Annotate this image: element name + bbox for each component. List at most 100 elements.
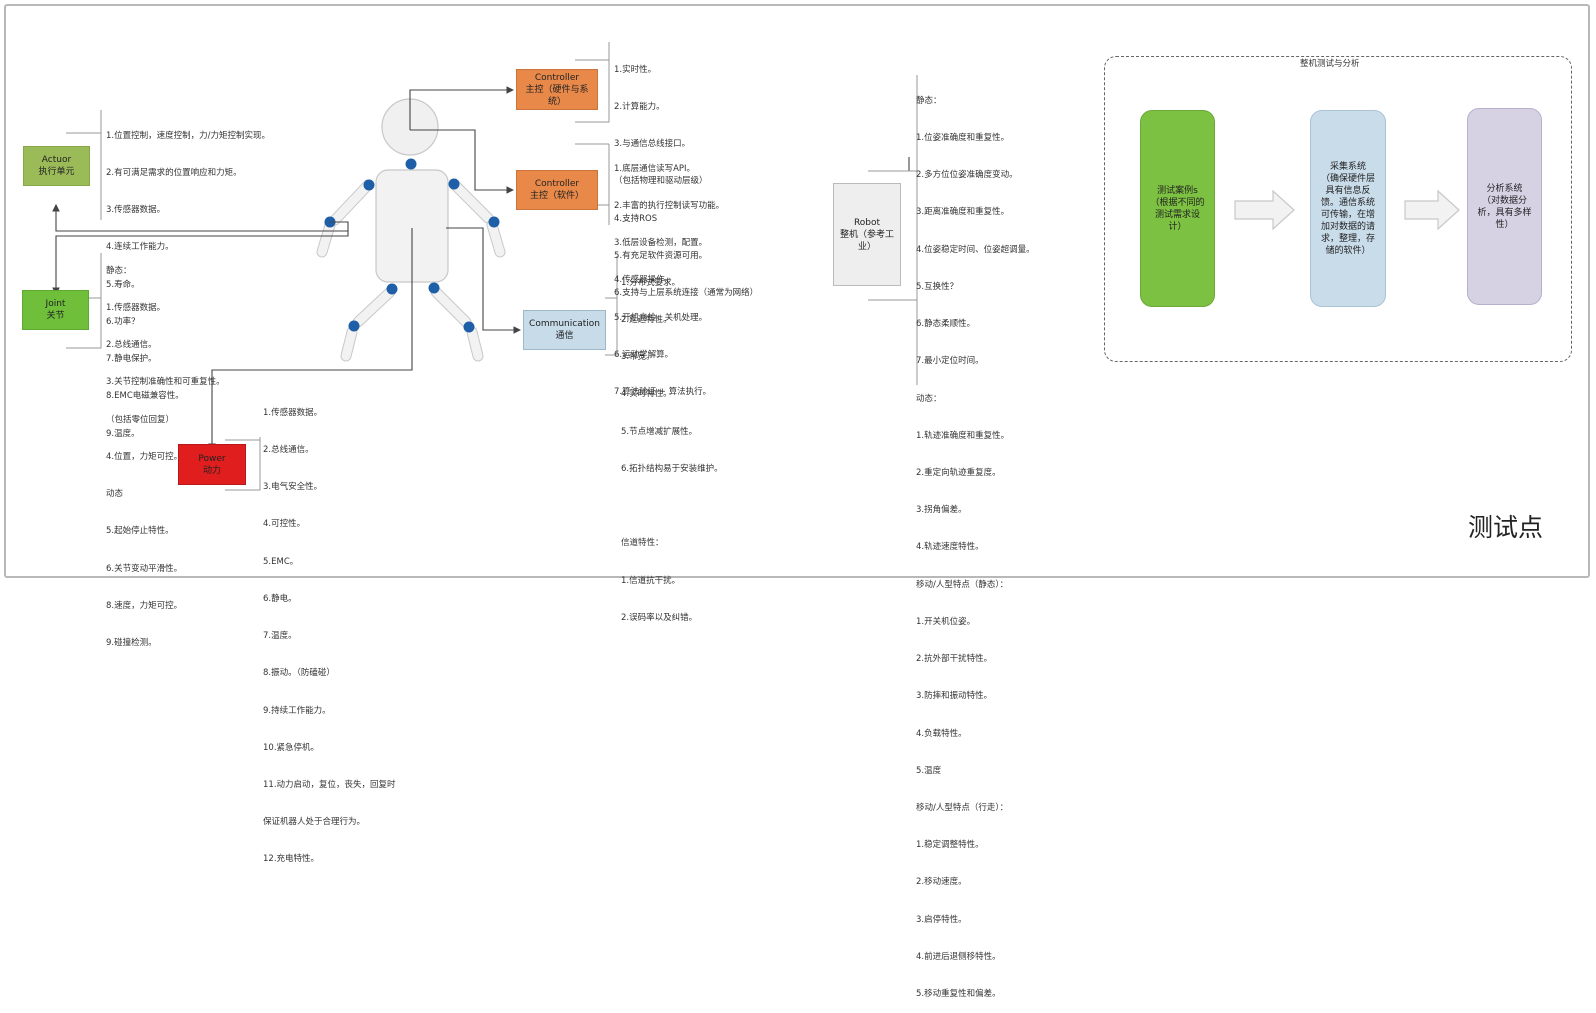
controller-hw-test-list: 1.实时性。 2.计算能力。 3.与通信总线接口。 （包括物理和驱动层级） 4.… [614, 39, 758, 312]
list-item: 1.传感器数据。 [263, 407, 323, 418]
list-item: 3.与通信总线接口。 [614, 139, 691, 150]
list-item: 3.传感器数据。 [106, 205, 166, 216]
list-item: 4.支持ROS [614, 213, 658, 224]
list-item: 动态： [916, 393, 942, 404]
diagram-connectors [52, 42, 1460, 491]
list-item: 2.有可满足需求的位置响应和力矩。 [106, 168, 242, 179]
analysis-label: 分析系统 （对数据分 析，具有多样 性） [1477, 183, 1532, 230]
list-item: 4.负载特性。 [916, 728, 967, 739]
power-label: Power 动力 [198, 453, 226, 476]
communication-test-list: 1.分布式要求。 2.延迟特性。 3.带宽。 4.实时特性。 5.节点增减扩展性… [621, 252, 723, 637]
list-item: 3.防摔和振动特性。 [916, 691, 993, 702]
list-item: 1.开关机位姿。 [916, 616, 976, 627]
list-item: 5.EMC。 [263, 556, 299, 567]
list-item: 3.带宽。 [621, 352, 655, 363]
joint-test-list: 静态： 1.传感器数据。 2.总线通信。 3.关节控制准确性和可重复性。 （包括… [106, 240, 225, 662]
list-item: 1.轨迹准确度和重复性。 [916, 430, 1010, 441]
communication-label: Communication 通信 [529, 319, 600, 341]
robot-box: Robot 整机（参考工 业） [833, 183, 901, 286]
test-case-label: 测试案例s （根据不同的 测试需求设 计） [1150, 185, 1205, 232]
list-item: 4.实时特性。 [621, 389, 672, 400]
list-item: 6.静态柔顺性。 [916, 319, 976, 330]
list-item: 静态： [916, 95, 942, 106]
list-item: 动态 [106, 489, 124, 500]
list-item: 6.支持与上层系统连接（通常为网络） [614, 288, 759, 299]
list-item: 5.寿命。 [106, 279, 140, 290]
list-item: 5.起始停止特性。 [106, 526, 174, 537]
list-item: 1.信道抗干扰。 [621, 575, 681, 586]
analysis-box: 分析系统 （对数据分 析，具有多样 性） [1467, 108, 1542, 305]
controller-sw-label: Controller 主控（软件） [529, 179, 584, 201]
list-item: 2.丰富的执行控制读写功能。 [614, 201, 725, 212]
actuor-box: Actuor 执行单元 [23, 146, 90, 186]
list-item: 保证机器人处于合理行为。 [263, 817, 366, 828]
actuor-label: Actuor 执行单元 [38, 155, 75, 177]
list-item: 2.总线通信。 [106, 340, 157, 351]
list-item: 7.最小定位时间。 [916, 356, 984, 367]
controller-sw-test-list: 1.底层通信读写API。 2.丰富的执行控制读写功能。 3.低层设备检测，配置。… [614, 138, 724, 411]
acquisition-label: 采集系统 （确保硬件层 具有信息反 馈。通信系统 可传输，在增 加对数据的请 求… [1320, 161, 1375, 256]
robot-label: Robot 整机（参考工 业） [839, 217, 894, 252]
power-box: Power 动力 [178, 444, 246, 485]
list-item: 9.温度。 [106, 428, 140, 439]
list-item [621, 500, 723, 512]
list-item: 3.关节控制准确性和可重复性。 [106, 377, 225, 388]
list-item: 静态： [106, 265, 132, 276]
humanoid-figure [316, 98, 506, 362]
list-item: 8.振动。（防磕碰） [263, 668, 335, 679]
list-item: 2.移动速度。 [916, 877, 967, 888]
list-item: 6.静电。 [263, 593, 297, 604]
list-item: 4.位姿稳定时间、位姿超调量。 [916, 244, 1035, 255]
list-item: 5.有充足软件资源可用。 [614, 250, 708, 261]
controller-hw-label: Controller 主控（硬件与系 统） [525, 72, 589, 107]
list-item: 信道特性： [621, 538, 664, 549]
list-item: 4.轨迹速度特性。 [916, 542, 984, 553]
power-test-list: 1.传感器数据。 2.总线通信。 3.电气安全性。 4.可控性。 5.EMC。 … [263, 382, 396, 878]
list-item: 6.关节变动平滑性。 [106, 563, 183, 574]
list-item: 3.启停特性。 [916, 914, 967, 925]
list-item: 6.拓扑结构易于安装维护。 [621, 463, 723, 474]
outer-frame [4, 4, 1590, 578]
list-item: 2.误码率以及纠错。 [621, 612, 698, 623]
list-item: 1.稳定调整特性。 [916, 840, 984, 851]
list-item: 11.动力启动，复位，丧失，回复时 [263, 780, 396, 790]
list-item: 1.位姿准确度和重复性。 [916, 133, 1010, 144]
list-item: 4.传感器操作。 [614, 275, 674, 286]
list-item: 10.紧急停机。 [263, 742, 320, 753]
flow-arrows [1234, 189, 1460, 231]
list-item: 1.实时性。 [614, 64, 657, 75]
list-item: 6.功率？ [106, 316, 140, 327]
list-item: （包括零位回复） [106, 414, 175, 425]
list-item: 1.底层通信读写API。 [614, 163, 696, 174]
list-item: 5.开机自检，关机处理。 [614, 312, 708, 323]
actuor-test-list: 1.位置控制，速度控制，力/力矩控制实现。 2.有可满足需求的位置响应和力矩。 … [106, 105, 270, 452]
list-item: 3.电气安全性。 [263, 482, 323, 493]
list-item: 4.位置，力矩可控。 [106, 451, 183, 462]
list-item: 2.延迟特性。 [621, 315, 672, 326]
joint-box: Joint 关节 [22, 290, 89, 330]
list-item: 移动/人型特点（静态）： [916, 579, 1009, 590]
list-item: 12.充电特性。 [263, 854, 320, 865]
list-item: 3.拐角偏差。 [916, 505, 967, 516]
list-item: 移动/人型特点（行走）： [916, 802, 1009, 813]
list-item: 2.计算能力。 [614, 102, 665, 113]
list-item: 5.节点增减扩展性。 [621, 426, 698, 437]
list-item: 5.互换性？ [916, 281, 959, 292]
list-item: 2.多方位位姿准确度变动。 [916, 170, 1018, 181]
test-case-box: 测试案例s （根据不同的 测试需求设 计） [1140, 110, 1215, 307]
list-item: 1.位置控制，速度控制，力/力矩控制实现。 [106, 130, 270, 141]
list-item: 7.算法验证 + 算法执行。 [614, 387, 712, 398]
controller-sw-box: Controller 主控（软件） [516, 170, 598, 210]
acquisition-box: 采集系统 （确保硬件层 具有信息反 馈。通信系统 可传输，在增 加对数据的请 求… [1310, 110, 1386, 307]
list-item: 8.速度，力矩可控。 [106, 600, 183, 611]
list-item: 1.分布式要求。 [621, 277, 681, 288]
list-item: 1.传感器数据。 [106, 303, 166, 314]
joint-label: Joint 关节 [45, 299, 66, 321]
list-item: 7.静电保护。 [106, 354, 157, 365]
list-item: 3.低层设备检测，配置。 [614, 238, 708, 249]
controller-hw-box: Controller 主控（硬件与系 统） [516, 69, 598, 110]
joint-dots [324, 158, 500, 333]
list-item: 8.EMC电磁兼容性。 [106, 391, 184, 402]
test-analysis-title: 整机测试与分析 [1300, 59, 1360, 69]
list-item: 3.距离准确度和重复性。 [916, 207, 1010, 218]
